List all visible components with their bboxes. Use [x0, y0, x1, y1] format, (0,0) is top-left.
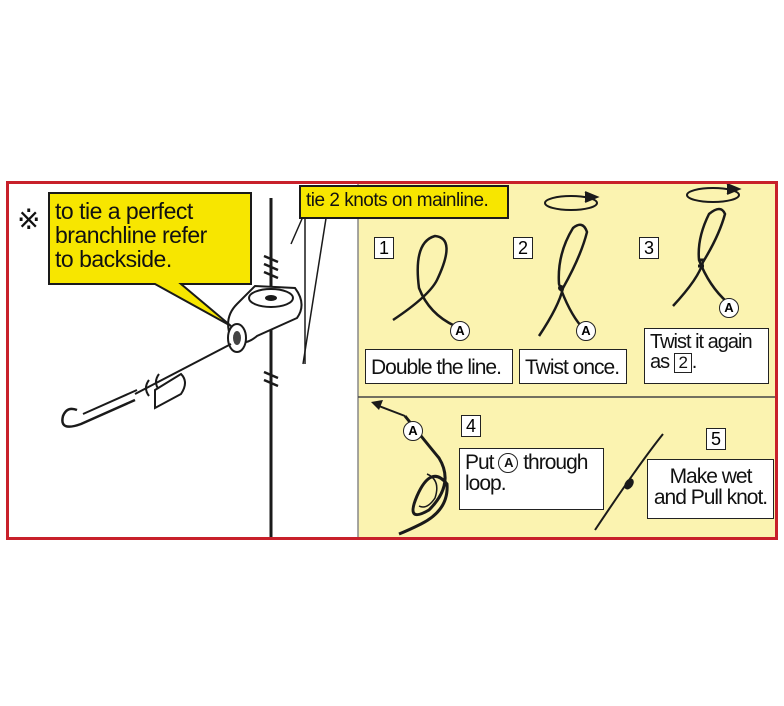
mainline-note: tie 2 knots on mainline.: [306, 190, 489, 211]
step4-knot: [398, 415, 449, 536]
hook-shaft: [82, 389, 138, 415]
knot-upper: [263, 254, 279, 280]
step4-caption-after: through loop.: [465, 451, 588, 496]
step3-caption-end: .: [691, 351, 697, 373]
step3-caption: Twist it again as 2.: [644, 328, 769, 384]
rotate-arrow-step3-icon: [686, 184, 742, 203]
backside-note: to tie a perfect branchline refer to bac…: [55, 198, 207, 272]
note-pointer-2: [302, 211, 328, 365]
step2-twist-point: [558, 285, 564, 291]
step1-caption: Double the line.: [365, 349, 513, 384]
step4-caption: Put A through loop.: [459, 448, 604, 510]
knot-lower: [263, 370, 279, 388]
step5-line: [594, 433, 664, 531]
step1-marker: A: [450, 321, 470, 341]
step4-number: 4: [461, 415, 481, 437]
callout-bubble: [48, 192, 252, 327]
step5-knot: [624, 478, 634, 490]
branchline: [134, 343, 232, 395]
hook: [61, 398, 136, 428]
instruction-frame: ※ to tie a perfect branchline refer to b…: [6, 181, 778, 540]
swivel-snap: [227, 284, 303, 353]
step3-marker: A: [719, 298, 739, 318]
step4-knot-inner: [418, 473, 438, 508]
step3-caption-ref: 2: [673, 353, 692, 373]
step3-twist-points: [698, 258, 705, 268]
step5-number: 5: [706, 428, 726, 450]
step4-marker: A: [403, 421, 423, 441]
step2-number: 2: [513, 237, 533, 259]
step4-caption-marker: A: [498, 453, 519, 474]
hook-shank: [154, 372, 186, 410]
step5-caption: Make wet and Pull knot.: [647, 459, 774, 519]
step2-caption: Twist once.: [519, 349, 627, 384]
mainline-note-box: [299, 185, 509, 219]
reference-mark: ※: [17, 204, 40, 235]
step4-arrow-line: [378, 405, 406, 417]
step4-caption-before: Put: [465, 451, 495, 474]
step4-arrow-head-icon: [371, 400, 383, 410]
step3-number: 3: [639, 237, 659, 259]
step1-number: 1: [374, 237, 394, 259]
step2-marker: A: [576, 321, 596, 341]
rotate-arrow-step2-icon: [544, 191, 600, 211]
step3-caption-text: Twist it again as: [650, 331, 753, 373]
step1-loop: [392, 234, 456, 328]
